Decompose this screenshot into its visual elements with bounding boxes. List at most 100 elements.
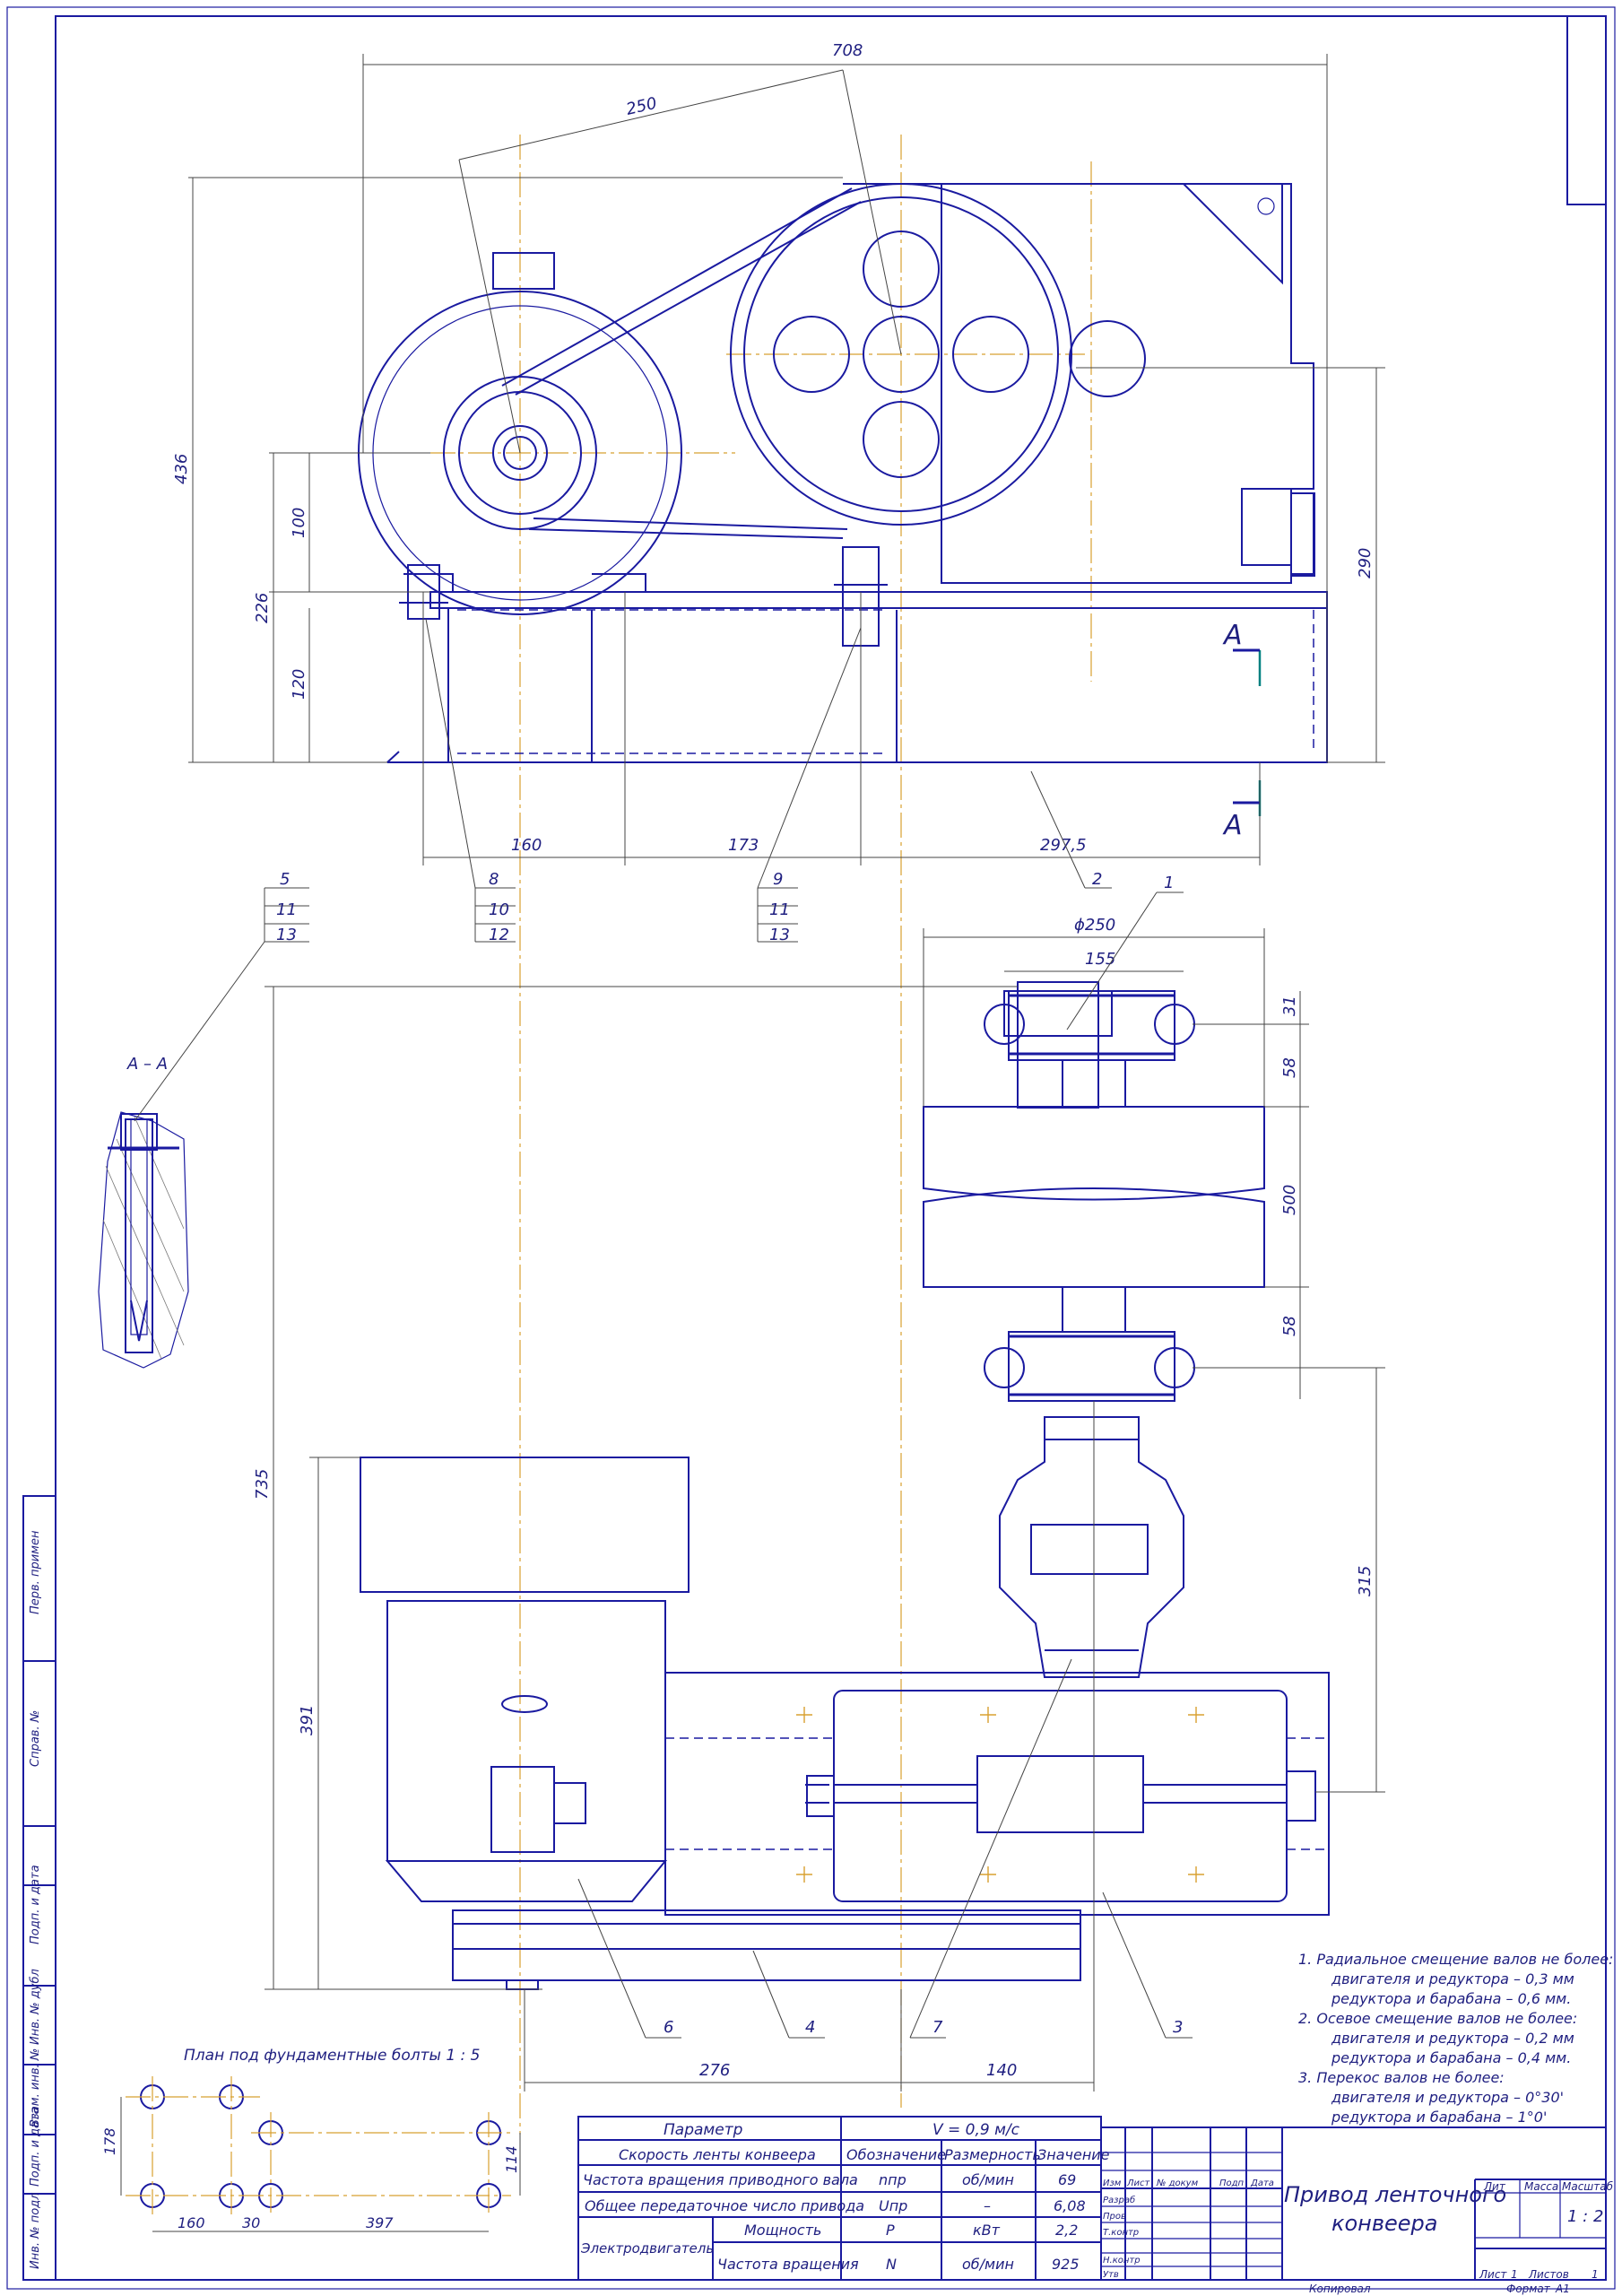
dim-58-a: 58: [1280, 1057, 1299, 1078]
table-r5-val: 925: [1052, 2256, 1080, 2273]
title-sheets-label: Листов: [1528, 2268, 1569, 2281]
note-line-3: редуктора и барабана – 0,6 мм.: [1331, 1990, 1571, 2007]
stamp-izm: Изм: [1103, 2179, 1122, 2188]
drum: [923, 1106, 1265, 1201]
stamp-tkontr: Т.контр: [1103, 2228, 1139, 2238]
reducer-pulley: [730, 183, 1072, 526]
table-r3-unit: –: [984, 2197, 991, 2214]
stamp-inv-podl: Инв. № подл: [29, 2192, 42, 2269]
frame-2: [664, 1672, 1330, 1916]
plan-dim-30: 30: [242, 2214, 260, 2231]
table-r4-name: Мощность: [744, 2222, 821, 2239]
bearing-2: [1008, 1331, 1175, 1402]
title-line-1: Привод ленточного: [1284, 2182, 1506, 2207]
dim-391: 391: [298, 1705, 317, 1735]
motor-fan-cover: [360, 1457, 690, 1593]
format-value: A1: [1555, 2283, 1570, 2295]
note-line-8: двигателя и редуктора – 0°30': [1331, 2089, 1564, 2106]
callout-2: 2: [1092, 870, 1102, 889]
dim-315: 315: [1356, 1566, 1375, 1596]
table-r2-unit: об/мин: [962, 2171, 1014, 2188]
table-header-value: V = 0,9 м/с: [932, 2121, 1020, 2139]
bolt-plan: План под фундаментные болты 1 : 5 178 11…: [101, 2047, 521, 2232]
reducer-3: [833, 1690, 1288, 1902]
title-scale: 1 : 2: [1567, 2207, 1603, 2226]
cut-a-top: А: [1222, 620, 1243, 651]
dim-276: 276: [699, 2061, 730, 2080]
dim-155: 155: [1085, 950, 1115, 969]
table-r4-unit: кВт: [973, 2222, 1001, 2239]
callout-7: 7: [932, 2018, 943, 2037]
callout-1: 1: [1164, 874, 1174, 892]
callout-6: 6: [664, 2018, 673, 2037]
table-r5-unit: об/мин: [962, 2256, 1014, 2273]
stamp-sign: Подп: [1219, 2179, 1245, 2188]
dimension-lines: 708 250 436 226 100 120 290 160 173 297,…: [172, 41, 1385, 2092]
dim-226: 226: [253, 593, 272, 623]
stamp-utv: Утв: [1103, 2270, 1119, 2280]
stamp-prov: Пров: [1103, 2212, 1126, 2222]
dim-290: 290: [1356, 548, 1375, 578]
dim-297-5: 297,5: [1040, 836, 1087, 855]
dim-120: 120: [290, 669, 308, 700]
title-block: Привод ленточного конвеера Лит Масса Мас…: [1100, 2126, 1614, 2295]
note-line-7: 3. Перекос валов не более:: [1298, 2069, 1505, 2086]
section-title: А – А: [126, 1055, 168, 1074]
callout-group3-c: 13: [769, 926, 790, 944]
callout-group2-b: 10: [489, 900, 509, 919]
stamp-razrab: Разраб: [1103, 2195, 1135, 2205]
note-line-1: 1. Радиальное смещение валов не более:: [1298, 1951, 1613, 1968]
dim-160: 160: [511, 836, 542, 855]
callout-group1-b: 11: [276, 900, 297, 919]
note-line-9: редуктора и барабана – 1°0': [1331, 2109, 1547, 2126]
stamp-podp-data-2: Подп. и дата: [29, 2107, 42, 2187]
title-line-2: конвеера: [1331, 2211, 1438, 2236]
title-sheet-no: 1: [1511, 2268, 1518, 2281]
callout-group3-a: 9: [773, 870, 783, 889]
stamp-doc: № докум: [1156, 2179, 1199, 2188]
drawing-frame: [6, 6, 1616, 2290]
v-belt: [501, 187, 853, 387]
callout-group2-a: 8: [489, 870, 499, 889]
callouts: 5 11 13 8 10 12 9 11 13 2 1 3 4 6 7: [134, 618, 1193, 2039]
table-r3-val: 6,08: [1054, 2197, 1086, 2214]
dim-58-b: 58: [1280, 1316, 1299, 1336]
plan-view: [360, 981, 1330, 1990]
stamp-list: Лист: [1126, 2179, 1151, 2188]
title-mass-header: Масса: [1524, 2180, 1558, 2193]
title-sheets-no: 1: [1592, 2268, 1599, 2281]
dim-735: 735: [253, 1469, 272, 1500]
dim-phi250: ϕ250: [1074, 916, 1115, 935]
plan-dim-114: 114: [503, 2145, 520, 2173]
table-r3-name: Общее передаточное число привода: [585, 2197, 864, 2214]
table-r3-sym: Uпр: [879, 2197, 907, 2214]
cut-a-bottom: А: [1222, 810, 1243, 841]
table-r4-sym: P: [886, 2222, 895, 2239]
note-line-2: двигателя и редуктора – 0,3 мм: [1331, 1970, 1574, 1987]
table-r2-val: 69: [1058, 2171, 1076, 2188]
coupling-7: [999, 1416, 1184, 1678]
stamp-inv-dubl: Инв. № дубл: [29, 1969, 42, 2045]
table-r4-group: Электродвигатель: [580, 2240, 714, 2257]
side-stamp: Перв. примен Справ. № Подп. и дата Инв. …: [22, 1495, 56, 2281]
dim-250: 250: [624, 94, 658, 119]
dim-708: 708: [832, 41, 863, 60]
table-r2-name: Частота вращения приводного вала: [583, 2171, 858, 2188]
plan-dim-397: 397: [366, 2214, 394, 2231]
note-line-5: двигателя и редуктора – 0,2 мм: [1331, 2030, 1574, 2047]
title-lit-header: Лит: [1483, 2180, 1506, 2193]
table-r2-sym: nпр: [879, 2171, 906, 2188]
table-r1-unit: Размерность: [944, 2146, 1041, 2163]
section-a-a: А – А: [98, 1055, 189, 1369]
table-r1-sym: Обозначение: [846, 2146, 946, 2163]
callout-group1-c: 13: [276, 926, 297, 944]
stamp-perv-primen: Перв. примен: [29, 1530, 42, 1614]
callout-group2-c: 12: [489, 926, 509, 944]
base-plate-4: [452, 1909, 1081, 1925]
table-r4-val: 2,2: [1055, 2222, 1078, 2239]
motor-pulley: [443, 376, 597, 530]
dim-173: 173: [728, 836, 759, 855]
note-line-4: 2. Осевое смещение валов не более:: [1298, 2010, 1577, 2027]
stamp-date: Дата: [1250, 2179, 1274, 2188]
